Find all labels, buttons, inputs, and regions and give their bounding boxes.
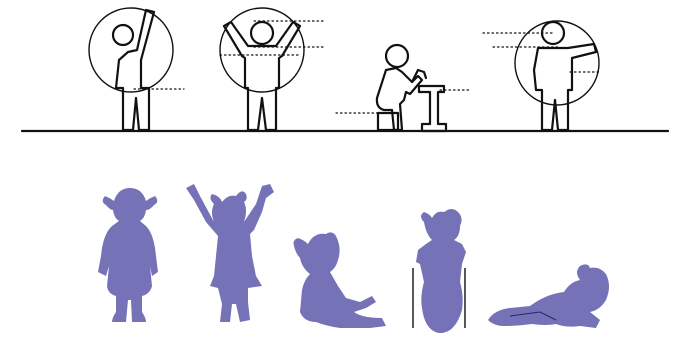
toddler-sitting-silhouette [294,232,387,328]
body-outline [534,44,596,130]
toddler-lying-prone-silhouette [488,264,609,328]
reach-circle [515,21,599,105]
figure-arms-up [220,8,324,130]
top-row [22,8,668,131]
head-icon [542,22,564,44]
reach-circle [89,8,173,92]
stool [378,113,398,130]
figure-seated [336,45,470,131]
figure-arm-forward [483,21,600,130]
toddler-holding-rails-silhouette [413,209,466,333]
figure-arm-raised [89,8,184,130]
table [419,86,446,131]
toddler-arms-up-silhouette [186,184,274,322]
toddler-standing-silhouette [98,188,158,322]
bottom-row [98,184,609,333]
head-icon [386,45,408,67]
head-icon [113,25,133,45]
body-outline [116,10,154,130]
body-outline [224,22,300,130]
head-icon [251,22,273,44]
